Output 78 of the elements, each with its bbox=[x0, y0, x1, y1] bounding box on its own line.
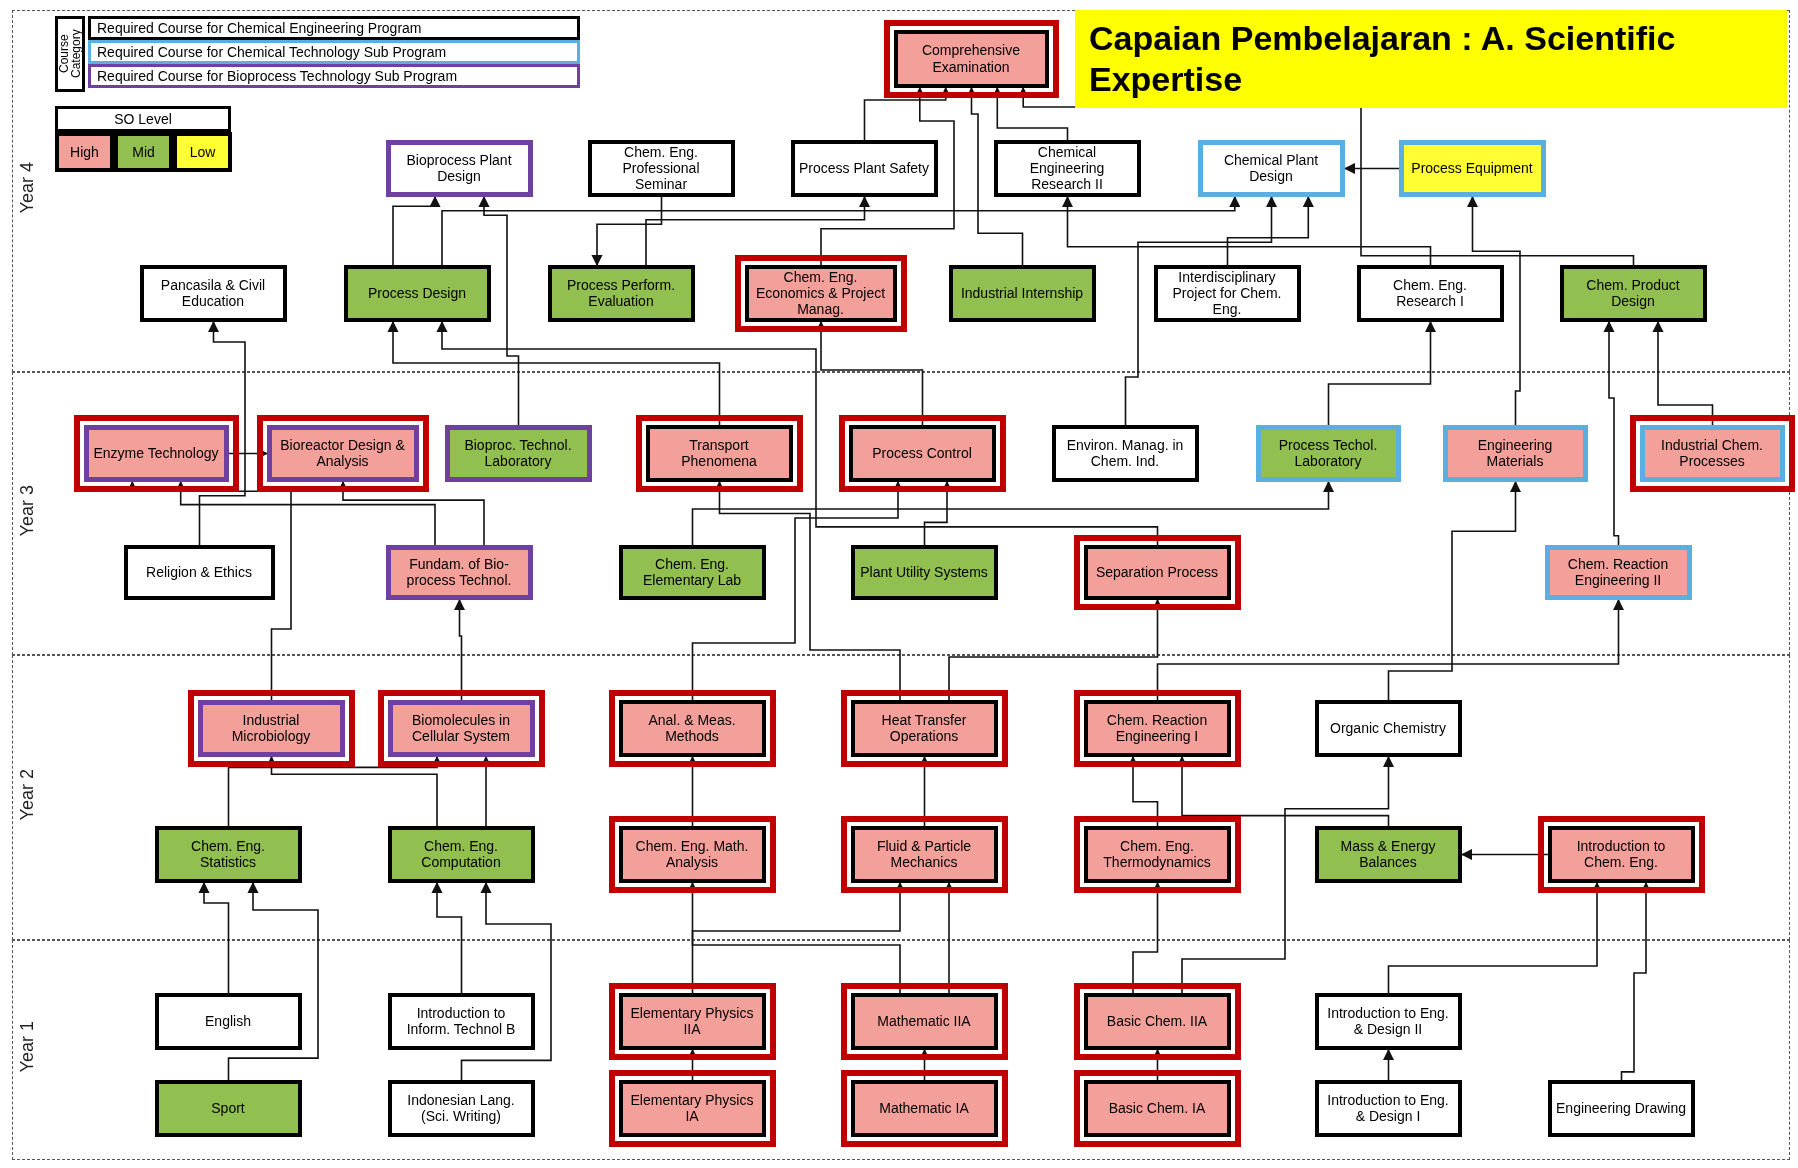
arrow bbox=[691, 480, 1335, 546]
arrow bbox=[1460, 848, 1549, 861]
legend-key: Required Course for Chemical Technology Sub Program bbox=[88, 40, 580, 64]
year-label: Year 4 bbox=[17, 162, 38, 214]
arrow bbox=[453, 598, 466, 701]
arrow bbox=[591, 196, 663, 267]
course-box: English bbox=[154, 992, 302, 1050]
legend-key: Required Course for Bioprocess Technology Sub Program bbox=[88, 64, 580, 88]
course-box: Chem. Reaction Engineering II bbox=[1544, 544, 1692, 600]
course-box: Chem. Product Design bbox=[1559, 264, 1707, 322]
course-box: Introduction to Inform. Technol B bbox=[387, 992, 535, 1050]
course-box: Chem. Eng. Research I bbox=[1356, 264, 1504, 322]
arrow bbox=[1382, 1048, 1395, 1081]
course-box: Organic Chemistry bbox=[1314, 699, 1462, 757]
arrow bbox=[198, 320, 246, 546]
course-box: Introduction to Eng. & Design II bbox=[1314, 992, 1462, 1050]
course-box: Sport bbox=[154, 1079, 302, 1137]
course-box: Indonesian Lang. (Sci. Writing) bbox=[387, 1079, 535, 1137]
course-box: Process Perform. Evaluation bbox=[547, 264, 695, 322]
year-label: Year 2 bbox=[17, 768, 38, 820]
year-band bbox=[12, 940, 1790, 1160]
arrow bbox=[1181, 755, 1395, 994]
year-label: Year 3 bbox=[17, 484, 38, 536]
year-band bbox=[12, 655, 1790, 940]
year-label: Year 1 bbox=[17, 1021, 38, 1073]
course-box: Chem. Eng. Computation bbox=[387, 825, 535, 883]
course-box: Process Design bbox=[343, 264, 491, 322]
arrow bbox=[441, 195, 1241, 266]
arrow bbox=[1343, 162, 1400, 175]
course-box: Engineering Drawing bbox=[1547, 1079, 1695, 1137]
arrow bbox=[645, 195, 871, 266]
course-box: Process Techol. Laboratory bbox=[1255, 424, 1401, 482]
course-box: Pancasila & Civil Education bbox=[139, 264, 287, 322]
arrow bbox=[387, 320, 721, 426]
legend-heading: SO Level bbox=[55, 106, 231, 132]
arrow bbox=[1466, 195, 1521, 426]
course-box: Religion & Ethics bbox=[123, 544, 275, 600]
course-box: Plant Utility Systems bbox=[850, 544, 998, 600]
arrow bbox=[460, 881, 552, 1081]
course-box: Bioproc. Technol. Laboratory bbox=[444, 424, 592, 482]
year-band bbox=[12, 10, 1790, 372]
course-box: Chemical Plant Design bbox=[1197, 139, 1345, 197]
arrow bbox=[1061, 195, 1432, 266]
course-box: Chem. Eng. Professional Seminar bbox=[587, 139, 735, 197]
course-box: Chem. Eng. Elementary Lab bbox=[618, 544, 766, 600]
legend-swatch: Low bbox=[173, 132, 232, 172]
course-box: Industrial Internship bbox=[948, 264, 1096, 322]
course-box: Chemical Engineering Research II bbox=[993, 139, 1141, 197]
legend-swatch: High bbox=[55, 132, 114, 172]
course-box: Mass & Energy Balances bbox=[1314, 825, 1462, 883]
course-box: Process Plant Safety bbox=[790, 139, 938, 197]
arrow bbox=[820, 86, 955, 266]
course-box: Engineering Materials bbox=[1442, 424, 1588, 482]
arrow bbox=[1226, 195, 1314, 266]
arrow bbox=[478, 195, 520, 426]
arrow bbox=[1156, 598, 1625, 701]
legend-swatch: Mid bbox=[114, 132, 173, 172]
arrow bbox=[1387, 480, 1522, 701]
course-box: Environ. Manag. in Chem. Ind. bbox=[1051, 424, 1199, 482]
arrow bbox=[392, 195, 441, 266]
course-box: Fundam. of Bio-process Technol. bbox=[385, 544, 533, 600]
arrow bbox=[431, 881, 463, 994]
arrow bbox=[227, 881, 319, 1081]
course-box: Bioprocess Plant Design bbox=[385, 139, 533, 197]
course-box: Introduction to Eng. & Design I bbox=[1314, 1079, 1462, 1137]
arrow bbox=[175, 480, 436, 546]
course-box: Interdisciplinary Project for Chem. Eng. bbox=[1153, 264, 1301, 322]
arrow bbox=[1652, 320, 1714, 426]
title-banner: Capaian Pembelajaran : A. Scientific Expertise bbox=[1075, 10, 1787, 108]
arrow bbox=[436, 320, 1159, 546]
legend-key: Required Course for Chemical Engineering Program bbox=[88, 16, 580, 40]
arrow bbox=[1124, 195, 1278, 426]
arrow bbox=[1603, 320, 1620, 546]
arrow bbox=[1327, 320, 1437, 426]
course-box: Chem. Eng. Statistics bbox=[154, 825, 302, 883]
course-box: Process Equipment bbox=[1398, 139, 1546, 197]
legend-heading: Course Category bbox=[55, 16, 85, 92]
arrow bbox=[198, 881, 230, 994]
